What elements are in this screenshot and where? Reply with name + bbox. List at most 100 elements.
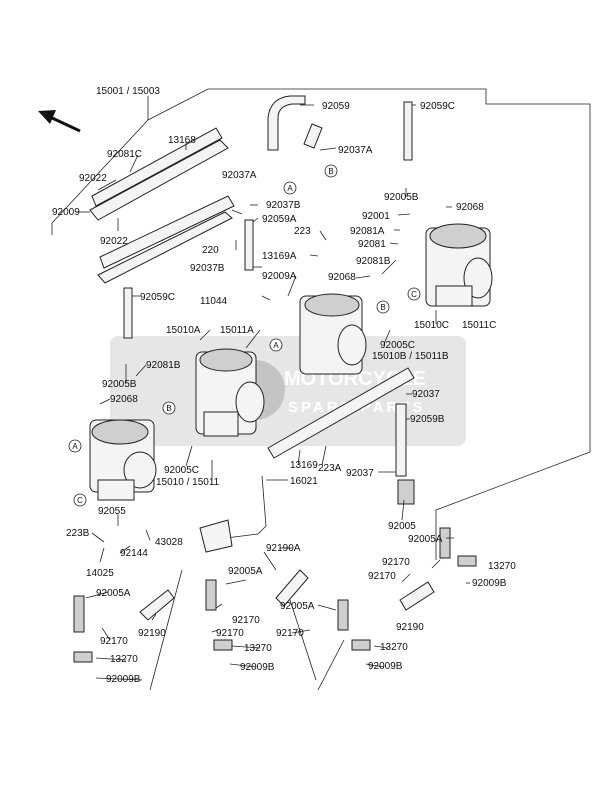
part-label: 92005C (164, 465, 199, 476)
part-label: 13270 (110, 654, 138, 665)
part-label: 92037 (412, 389, 440, 400)
part-label: 92144 (120, 548, 148, 559)
part-label: 13270 (380, 642, 408, 653)
part-label: 13169 (290, 460, 318, 471)
svg-text:B: B (166, 404, 171, 413)
part-label: 220 (202, 245, 219, 256)
part-label: 11044 (200, 296, 228, 307)
part-label: 92037A (338, 145, 373, 156)
part-label: 92009B (472, 578, 507, 589)
part-label: 92068 (456, 202, 484, 213)
part-label: 15011C (462, 320, 496, 331)
part-label: 92005A (408, 534, 443, 545)
fuel-rail-bracket (89, 127, 243, 284)
part-label: 13168 (168, 135, 196, 146)
svg-text:B: B (328, 167, 333, 176)
pipe-92059a (244, 219, 254, 271)
callout-c-right: C (407, 287, 421, 301)
part-label: 92081B (146, 360, 181, 371)
part-label: 92170 (276, 628, 304, 639)
svg-text:A: A (287, 184, 293, 193)
carburetor-body-right (425, 223, 493, 307)
pipe-92059c-top (403, 101, 413, 161)
part-label: 92005B (384, 192, 419, 203)
part-label: 92005B (102, 379, 137, 390)
part-label: 92009B (106, 674, 141, 685)
carburetor-body-center-left (195, 348, 265, 437)
part-label: 92081 (358, 239, 386, 250)
part-label: 92009A (262, 271, 297, 282)
svg-text:C: C (77, 496, 83, 505)
part-label: 92037B (266, 200, 301, 211)
part-label: 92037 (346, 468, 374, 479)
fittings (73, 479, 477, 663)
svg-text:A: A (273, 341, 279, 350)
part-label: 92055 (98, 506, 126, 517)
callout-b-left: B (162, 401, 176, 415)
part-labels: 15001 / 15003 13168 92081C 92022 92009 9… (52, 86, 516, 685)
part-label: 92001 (362, 211, 390, 222)
part-label: 92081B (356, 256, 391, 267)
part-label: 16021 (290, 476, 318, 487)
part-label: 92170 (382, 557, 410, 568)
hose-92190a (275, 569, 309, 607)
part-label: 15011A (220, 325, 254, 336)
part-label: 92037A (222, 170, 257, 181)
part-label: 14025 (86, 568, 114, 579)
front-direction-arrow-icon (38, 110, 81, 133)
pipe-92059b (395, 403, 407, 477)
part-label: 92005 (388, 521, 416, 532)
part-label: 92005A (96, 588, 131, 599)
part-label: 92059C (420, 101, 455, 112)
part-label: 92068 (328, 272, 356, 283)
hose-92190-right (399, 581, 435, 611)
fuel-hose-top (267, 95, 306, 151)
leader-lines (76, 96, 470, 691)
part-label: 92005A (280, 601, 315, 612)
long-bar-13169 (267, 367, 415, 459)
part-label: 92068 (110, 394, 138, 405)
part-label: 92190 (138, 628, 166, 639)
part-label: 92009 (52, 207, 80, 218)
part-label: 43028 (155, 537, 183, 548)
part-label: 13169A (262, 251, 297, 262)
part-label: 92005A (228, 566, 263, 577)
part-label: 92059C (140, 292, 175, 303)
callout-a-mid: A (269, 338, 283, 352)
part-label: 92170 (100, 636, 128, 647)
assembly-number: 15001 / 15003 (96, 86, 160, 97)
part-label: 92081A (350, 226, 385, 237)
part-label: 13270 (244, 643, 272, 654)
part-label: 92170 (368, 571, 396, 582)
callout-a-left: A (68, 439, 82, 453)
callout-b-top: B (324, 164, 338, 178)
part-label: 92005C (380, 340, 415, 351)
part-label: 15010 / 15011 (156, 477, 220, 488)
part-label: 223B (66, 528, 90, 539)
throttle-cable (209, 475, 267, 541)
part-label: 92170 (216, 628, 244, 639)
part-label: 92022 (100, 236, 128, 247)
part-label: 92009B (368, 661, 403, 672)
fuel-hose-segment (303, 123, 323, 149)
hose-92190-left (139, 589, 175, 621)
part-label: 15010A (166, 325, 201, 336)
carburetor-body-left (89, 419, 157, 501)
part-label: 92059 (322, 101, 350, 112)
part-label: 15010B / 15011B (372, 351, 449, 362)
svg-text:B: B (380, 303, 385, 312)
svg-text:A: A (72, 442, 78, 451)
callout-c-left: C (73, 493, 87, 507)
part-label: 223A (318, 463, 342, 474)
part-label: 92081C (107, 149, 142, 160)
part-label: 92009B (240, 662, 275, 673)
carburetor-body-center-right (299, 293, 367, 375)
callout-a-top: A (283, 181, 297, 195)
assembly-outline (147, 88, 591, 560)
part-label: 223 (294, 226, 311, 237)
part-label: 92022 (79, 173, 107, 184)
part-label: 92170 (232, 615, 260, 626)
assembly-outline-left (51, 119, 149, 235)
svg-text:C: C (411, 290, 417, 299)
